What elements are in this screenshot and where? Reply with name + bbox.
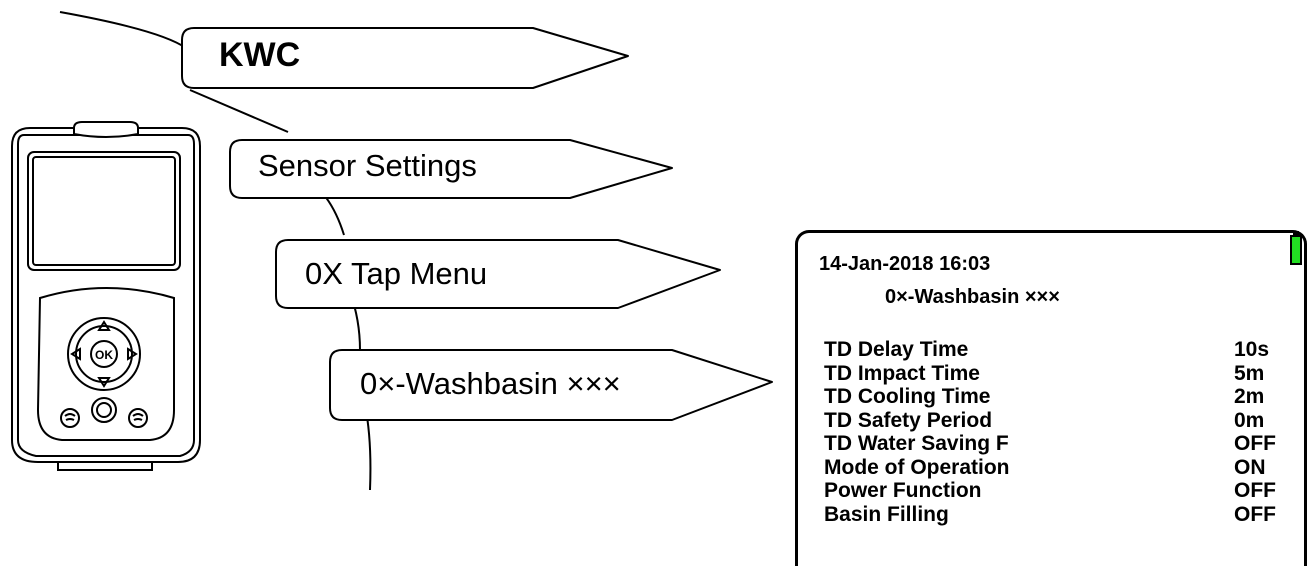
ok-button[interactable] [90, 340, 118, 368]
parameter-name: TD Safety Period [824, 408, 993, 432]
parameter-value: OFF [1234, 432, 1276, 455]
menu-tag-kwc [181, 27, 629, 89]
parameter-name: TD Impact Time [824, 361, 980, 385]
battery-cap [1293, 231, 1299, 235]
parameter-value: 5m [1234, 361, 1265, 385]
parameter-row[interactable]: TD Safety Period 0m [824, 409, 1298, 433]
left-arrow-icon[interactable] [70, 347, 81, 361]
device-screen [27, 151, 181, 271]
menu-tag-sensor-settings [229, 139, 673, 199]
parameter-row[interactable]: TD Cooling Time 2m [824, 385, 1298, 409]
parameter-row[interactable]: Mode of Operation ON [824, 456, 1298, 480]
screen-title: 0×-Washbasin ××× [885, 286, 1060, 308]
parameter-value: 2m [1234, 385, 1265, 408]
parameter-row[interactable]: TD Water Saving F OFF [824, 432, 1298, 456]
parameter-value: OFF [1234, 479, 1276, 502]
parameter-value: OFF [1234, 502, 1276, 526]
ok-button-label: OK [95, 348, 113, 362]
parameter-name: TD Cooling Time [824, 385, 991, 408]
menu-tag-washbasin [329, 349, 773, 421]
parameter-value: 10s [1234, 338, 1270, 361]
parameter-row[interactable]: Basin Filling OFF [824, 503, 1298, 527]
parameter-value: ON [1234, 455, 1266, 479]
parameter-value: 0m [1234, 408, 1265, 432]
up-arrow-icon[interactable] [97, 320, 111, 331]
parameter-name: TD Delay Time [824, 338, 969, 361]
battery-icon [1290, 235, 1302, 265]
lcd-screen-panel [795, 230, 1307, 566]
parameter-name: TD Water Saving F [824, 432, 1009, 455]
parameter-name: Basin Filling [824, 502, 949, 526]
menu-label-kwc: KWC [219, 36, 301, 74]
menu-label-tap-menu: 0X Tap Menu [305, 256, 488, 291]
parameter-row[interactable]: TD Delay Time 10s [824, 338, 1298, 362]
down-arrow-icon[interactable] [97, 377, 111, 388]
remote-control-device: OK [11, 121, 201, 471]
menu-tag-tap-menu [275, 239, 721, 309]
parameter-row[interactable]: TD Impact Time 5m [824, 362, 1298, 386]
parameter-name: Mode of Operation [824, 455, 1010, 479]
ir-left-icon[interactable] [60, 408, 80, 428]
menu-label-sensor-settings: Sensor Settings [258, 148, 477, 183]
screen-datetime: 14-Jan-2018 16:03 [819, 253, 991, 275]
menu-label-washbasin: 0×-Washbasin ××× [360, 366, 621, 401]
power-icon[interactable] [91, 397, 117, 423]
right-arrow-icon[interactable] [127, 347, 138, 361]
parameter-row[interactable]: Power Function OFF [824, 479, 1298, 503]
ir-right-icon[interactable] [128, 408, 148, 428]
parameter-name: Power Function [824, 479, 982, 502]
